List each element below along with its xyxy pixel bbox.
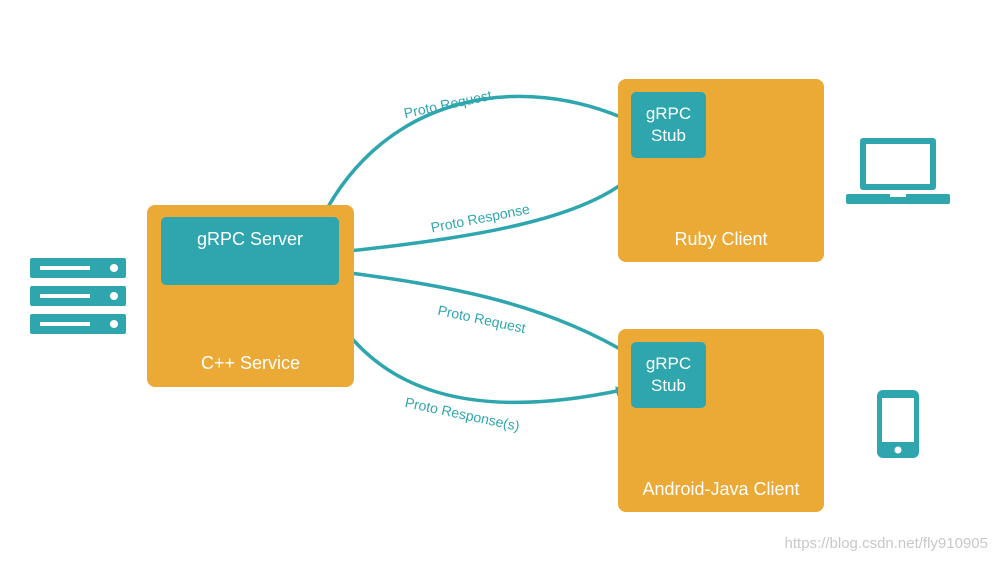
android-grpc-stub-box: gRPC Stub — [631, 342, 706, 408]
phone-icon — [877, 390, 919, 458]
laptop-icon — [846, 138, 950, 204]
ruby-stub-line2: Stub — [651, 126, 686, 145]
ruby-grpc-stub-box: gRPC Stub — [631, 92, 706, 158]
android-java-client-label: Android-Java Client — [642, 479, 800, 499]
grpc-server-label: gRPC Server — [196, 228, 304, 249]
arrow-android-response — [316, 284, 626, 405]
server-rack-icon — [30, 258, 126, 334]
ruby-stub-line1: gRPC — [645, 104, 692, 123]
ruby-client-label: Ruby Client — [674, 229, 768, 249]
arrow-ruby-request — [320, 94, 633, 222]
android-stub-line2: Stub — [651, 376, 686, 395]
android-stub-line1: gRPC — [645, 354, 692, 373]
android-java-client-box: gRPC Stub Android-Java Client — [618, 329, 824, 512]
arrow-android-request — [339, 267, 633, 358]
grpc-server-box: gRPC Server — [161, 217, 339, 285]
cpp-service-box: gRPC Server C++ Service — [147, 205, 354, 387]
ruby-client-box: gRPC Stub Ruby Client — [618, 79, 824, 262]
watermark-text: https://blog.csdn.net/fly910905 — [784, 535, 988, 552]
cpp-service-label: C++ Service — [200, 353, 301, 373]
